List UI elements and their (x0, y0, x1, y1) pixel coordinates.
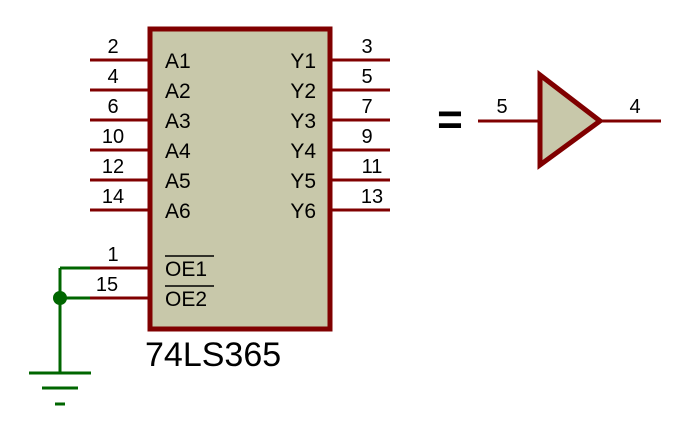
pin-number-y5: 11 (362, 156, 383, 178)
pin-number-y1: 3 (361, 36, 372, 58)
pin-number-y2: 5 (361, 66, 372, 88)
pin-number-a5: 12 (102, 156, 124, 178)
pin-number-y6: 13 (361, 186, 383, 208)
left-pins (90, 58, 150, 300)
junction-dot (53, 291, 67, 305)
pin-label-y5: Y5 (290, 170, 316, 193)
pin-number-a3: 6 (107, 96, 118, 118)
ground-wiring (58, 266, 90, 373)
equals-sign: = (437, 95, 463, 144)
pin-number-a1: 2 (107, 36, 118, 58)
pin-label-y1: Y1 (290, 50, 316, 73)
pin-label-y3: Y3 (290, 110, 316, 133)
buffer-gate: 5 4 (478, 69, 661, 170)
left-pin-numbers: 2 4 6 10 12 14 1 15 (96, 36, 124, 296)
pin-label-y2: Y2 (290, 80, 316, 103)
pin-number-a2: 4 (107, 66, 118, 88)
pin-label-a2: A2 (165, 80, 191, 103)
buffer-triangle (537, 69, 605, 170)
buffer-output-pin: 4 (629, 96, 640, 118)
left-pin-labels: A1 A2 A3 A4 A5 A6 OE1 OE2 (165, 50, 207, 311)
pin-label-y4: Y4 (290, 140, 316, 163)
chip-body (147, 26, 333, 332)
pin-number-a4: 10 (102, 126, 124, 148)
pin-number-oe2: 15 (96, 274, 118, 296)
chip-part-number: 74LS365 (145, 336, 281, 374)
pin-label-a1: A1 (165, 50, 191, 73)
ground-symbol (29, 371, 91, 406)
pin-number-oe1: 1 (107, 244, 118, 266)
buffer-input-pin: 5 (496, 96, 507, 118)
pin-label-a5: A5 (165, 170, 191, 193)
pin-number-y3: 7 (361, 96, 372, 118)
pin-number-y4: 9 (361, 126, 372, 148)
pin-label-a3: A3 (165, 110, 191, 133)
right-pins (330, 58, 390, 212)
pin-label-a4: A4 (165, 140, 191, 163)
pin-label-oe2: OE2 (165, 288, 207, 311)
right-pin-labels: Y1 Y2 Y3 Y4 Y5 Y6 (290, 50, 316, 223)
pin-label-y6: Y6 (290, 200, 316, 223)
right-pin-numbers: 3 5 7 9 11 13 (361, 36, 383, 208)
pin-number-a6: 14 (102, 186, 124, 208)
pin-label-oe1: OE1 (165, 258, 207, 281)
pin-label-a6: A6 (165, 200, 191, 223)
